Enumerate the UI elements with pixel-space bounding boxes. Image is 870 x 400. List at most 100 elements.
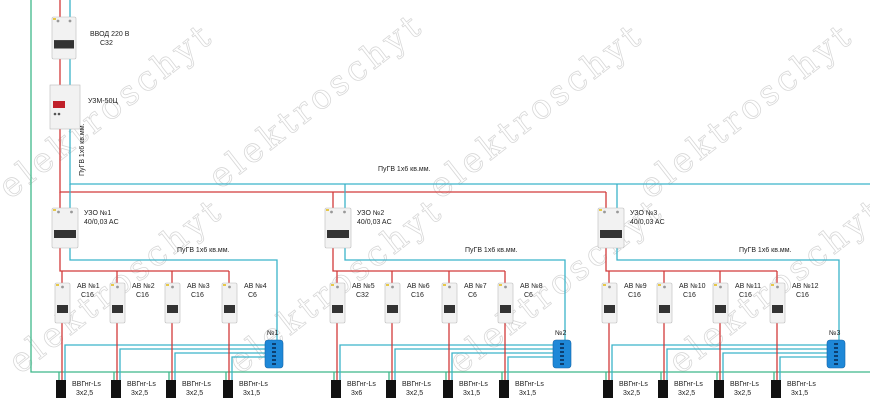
neutral-block-body bbox=[264, 339, 284, 369]
circuit-breaker-toggle bbox=[112, 305, 123, 313]
breaker-rating: C32 bbox=[356, 292, 369, 299]
circuit-breaker-toggle bbox=[604, 305, 615, 313]
cable-type: ВВГнг-Ls bbox=[515, 381, 544, 388]
breaker-name: АВ №12 bbox=[792, 283, 819, 290]
rcd-rating: 40/0,03 AC bbox=[630, 219, 665, 226]
cable-neutral bbox=[64, 344, 265, 380]
cable-type: ВВГнг-Ls bbox=[674, 381, 703, 388]
breaker-rating: C16 bbox=[81, 292, 94, 299]
cable-type: ВВГнг-Ls bbox=[127, 381, 156, 388]
rcd-1-body bbox=[51, 207, 79, 249]
main-breaker-body bbox=[51, 16, 77, 60]
neutral-cable-label: ПуГВ 1х6 кв.мм. bbox=[177, 247, 230, 254]
cable-neutral bbox=[722, 352, 827, 380]
neutral-block-terminal bbox=[272, 363, 276, 365]
main-breaker-toggle bbox=[54, 40, 74, 49]
cable-type: ВВГнг-Ls bbox=[402, 381, 431, 388]
circuit-breaker bbox=[384, 282, 401, 324]
circuit-breaker-toggle bbox=[444, 305, 455, 313]
rcd-2-toggle bbox=[327, 230, 349, 238]
main-breaker-terminal bbox=[68, 19, 72, 23]
breaker-rating: C16 bbox=[683, 292, 696, 299]
circuit-breaker-terminal bbox=[171, 285, 174, 289]
wires bbox=[30, 0, 870, 380]
cable-gland bbox=[499, 380, 509, 398]
circuit-breaker-terminal bbox=[504, 285, 507, 289]
breaker-name: АВ №3 bbox=[187, 283, 210, 290]
circuit-breaker-toggle bbox=[224, 305, 235, 313]
breaker-rating: C16 bbox=[411, 292, 424, 299]
breaker-rating: C16 bbox=[191, 292, 204, 299]
cable-section: 3х2,5 bbox=[734, 390, 751, 397]
breaker-name: АВ №6 bbox=[407, 283, 430, 290]
neutral-block-terminal bbox=[560, 351, 564, 353]
rcd-3 bbox=[597, 207, 625, 249]
main-breaker-terminal bbox=[56, 19, 60, 23]
cable-section: 3х6 bbox=[351, 390, 362, 397]
cable-gland bbox=[658, 380, 668, 398]
group-phase-bus bbox=[59, 248, 229, 272]
neutral-block-body bbox=[552, 339, 572, 369]
breaker-name: АВ №8 bbox=[520, 283, 543, 290]
circuit-breaker-indicator bbox=[386, 284, 389, 286]
circuit-breaker-terminal bbox=[608, 285, 611, 289]
cable-section: 3х1,5 bbox=[791, 390, 808, 397]
main-breaker-name: ВВОД 220 В bbox=[90, 31, 130, 38]
circuit-breaker bbox=[601, 282, 618, 324]
neutral-block-1 bbox=[264, 339, 284, 369]
cable-neutral bbox=[119, 348, 265, 380]
rcd-3-indicator bbox=[599, 209, 602, 211]
circuit-breaker-body bbox=[712, 282, 729, 324]
circuit-breaker-terminal bbox=[663, 285, 666, 289]
circuit-breaker-body bbox=[601, 282, 618, 324]
cable-gland bbox=[771, 380, 781, 398]
cable-section: 3х2,5 bbox=[76, 390, 93, 397]
rcd-neutral-out bbox=[616, 248, 840, 340]
rcd-2-body bbox=[324, 207, 352, 249]
circuit-breaker-toggle bbox=[332, 305, 343, 313]
neutral-block-terminal bbox=[834, 351, 838, 353]
circuit-breaker-body bbox=[164, 282, 181, 324]
breaker-rating: C6 bbox=[468, 292, 477, 299]
main-breaker-rating: C32 bbox=[100, 40, 113, 47]
breaker-name: АВ №1 bbox=[77, 283, 100, 290]
rcd-name: УЗО №1 bbox=[84, 210, 111, 217]
cable-type: ВВГнг-Ls bbox=[182, 381, 211, 388]
voltage-relay-button bbox=[53, 112, 57, 116]
circuit-breaker-indicator bbox=[223, 284, 226, 286]
breaker-name: АВ №2 bbox=[132, 283, 155, 290]
circuit-breaker bbox=[769, 282, 786, 324]
neutral-block-terminal bbox=[560, 363, 564, 365]
circuit-breaker-toggle bbox=[57, 305, 68, 313]
circuit-breaker-terminal bbox=[719, 285, 722, 289]
circuit-breaker-indicator bbox=[111, 284, 114, 286]
watermark-text: elektroschyt bbox=[421, 15, 652, 207]
cable-type: ВВГнг-Ls bbox=[787, 381, 816, 388]
cable-neutral bbox=[451, 352, 553, 380]
neutral-block-2 bbox=[552, 339, 572, 369]
circuit-breaker-toggle bbox=[715, 305, 726, 313]
cable-gland bbox=[443, 380, 453, 398]
circuit-breaker-body bbox=[221, 282, 238, 324]
circuit-breaker-indicator bbox=[443, 284, 446, 286]
rcd-neutral-out bbox=[344, 248, 566, 340]
rcd-2 bbox=[324, 207, 352, 249]
circuit-breaker-terminal bbox=[61, 285, 64, 289]
labels: ВВОД 220 В C32 УЗМ-50Ц ПуГВ 1х6 кв.мм. П… bbox=[72, 31, 841, 397]
circuit-breaker bbox=[221, 282, 238, 324]
rcd-2-terminal bbox=[330, 210, 333, 214]
watermark-text: elektroschyt bbox=[631, 15, 862, 207]
voltage-relay-display bbox=[53, 101, 65, 108]
neutral-block-terminal bbox=[834, 355, 838, 357]
cable-gland bbox=[386, 380, 396, 398]
circuit-breaker-body bbox=[329, 282, 346, 324]
circuit-breaker-terminal bbox=[448, 285, 451, 289]
cable-type: ВВГнг-Ls bbox=[730, 381, 759, 388]
main-breaker bbox=[51, 16, 77, 60]
circuit-breaker-indicator bbox=[771, 284, 774, 286]
breaker-name: АВ №5 bbox=[352, 283, 375, 290]
cable-type: ВВГнг-Ls bbox=[459, 381, 488, 388]
rcd-3-terminal bbox=[603, 210, 606, 214]
neutral-block-label: №2 bbox=[555, 330, 567, 337]
rcd-rating: 40/0,03 AC bbox=[84, 219, 119, 226]
